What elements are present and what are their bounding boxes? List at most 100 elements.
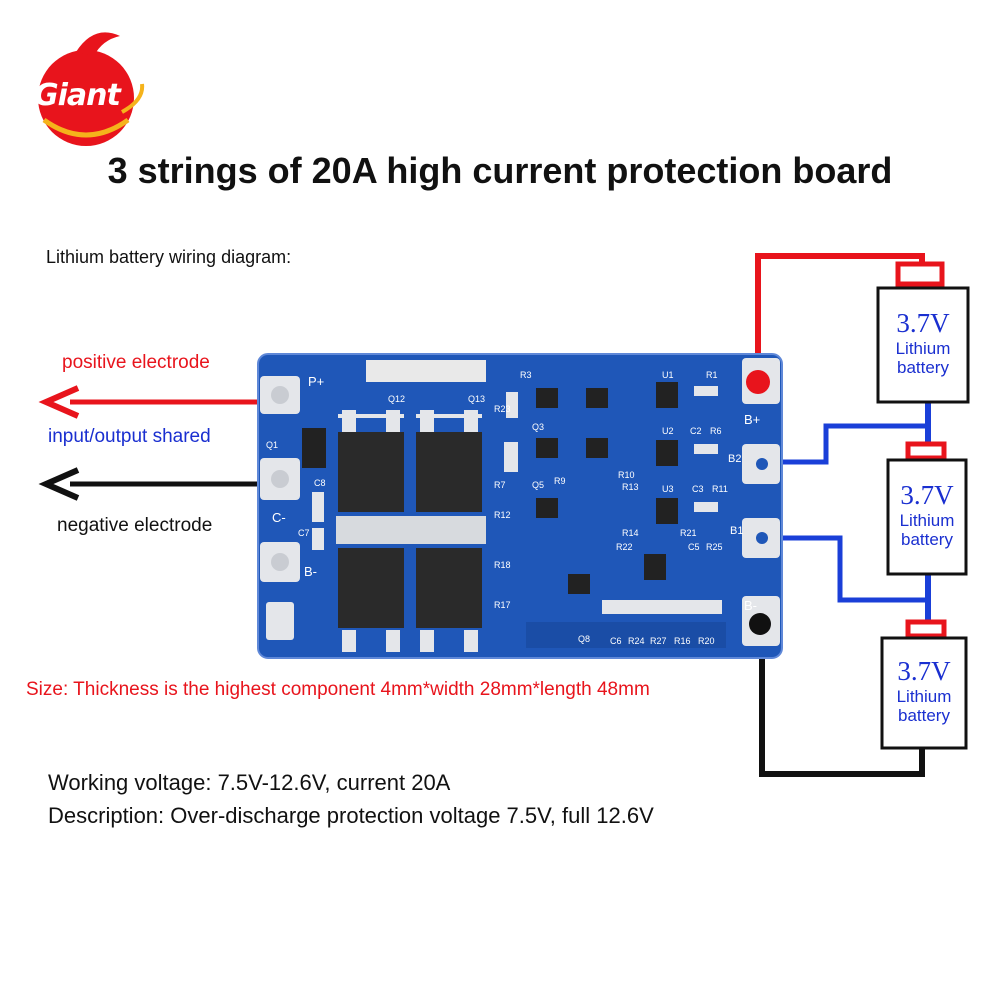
label-c6: C6 (610, 636, 622, 646)
b1-wire (762, 535, 928, 603)
working-voltage-text: Working voltage: 7.5V-12.6V, current 20A (48, 770, 451, 795)
cap-pad (694, 386, 718, 396)
label-c3: C3 (692, 484, 704, 494)
battery-terminal (895, 261, 945, 287)
description-text: Description: Over-discharge protection v… (48, 803, 654, 828)
hole-p-plus (271, 386, 289, 404)
battery-1 (876, 261, 970, 404)
label-c2: C2 (690, 426, 702, 436)
label-u2: U2 (662, 426, 674, 436)
mosfet-pin (386, 630, 400, 652)
cap-c7 (312, 528, 324, 550)
label-q12: Q12 (388, 394, 405, 404)
label-r24: R24 (628, 636, 645, 646)
cap-pad (694, 444, 718, 454)
transistor (586, 438, 608, 458)
shared-label: input/output shared (48, 426, 211, 447)
label-r13: R13 (622, 482, 639, 492)
hole-b1 (756, 532, 768, 544)
transistor (586, 388, 608, 408)
mosfet-pin (386, 410, 400, 432)
label-r7: R7 (494, 480, 506, 490)
pcb-edge (257, 353, 783, 659)
mosfet-bottom-2 (416, 548, 482, 628)
resistor-row (602, 600, 722, 614)
battery-3-text: 3.7V Lithium battery (882, 656, 966, 725)
battery-2-text: 3.7V Lithium battery (888, 480, 966, 549)
battery-label-line2: battery (898, 706, 950, 725)
solder-black (749, 613, 771, 635)
positive-arrow-head (38, 385, 80, 419)
battery-body (880, 636, 968, 750)
ic-u1 (656, 382, 678, 408)
mosfet-tab (416, 414, 482, 418)
component-row (526, 622, 726, 648)
negative-electrode-label: negative electrode (57, 515, 213, 536)
label-r18: R18 (494, 560, 511, 570)
wiring-diagram-label: Lithium battery wiring diagram: (46, 247, 292, 267)
label-c5: C5 (688, 542, 700, 552)
mosfet-pin (420, 630, 434, 652)
label-r1: R1 (706, 370, 718, 380)
label-r22: R22 (616, 542, 633, 552)
connector-header (366, 360, 486, 382)
label-b-minus-right: B- (744, 598, 757, 613)
label-u3: U3 (662, 484, 674, 494)
label-c7: C7 (298, 528, 310, 538)
battery-terminal (905, 619, 947, 639)
label-r10: R10 (618, 470, 635, 480)
label-b1: B1 (730, 525, 743, 537)
label-q1: Q1 (266, 440, 278, 450)
label-r20: R20 (698, 636, 715, 646)
label-q3: Q3 (532, 422, 544, 432)
battery-3 (880, 619, 968, 750)
ic-bottom (644, 554, 666, 580)
mosfet-pin (464, 630, 478, 652)
battery-1-text: 3.7V Lithium battery (878, 308, 968, 377)
hole-b-minus-left (271, 553, 289, 571)
label-q5: Q5 (532, 480, 544, 490)
negative-wire (759, 624, 925, 777)
cap-pad (694, 502, 718, 512)
battery-voltage: 3.7V (896, 308, 950, 338)
battery-2 (886, 441, 968, 576)
transistor (536, 438, 558, 458)
label-b-minus-left: B- (304, 564, 317, 579)
battery-label-line2: battery (897, 358, 949, 377)
ic-u3 (656, 498, 678, 524)
battery-terminal (905, 441, 947, 461)
positive-electrode-label: positive electrode (62, 352, 210, 373)
pad-bottom-left (266, 602, 294, 640)
mosfet-bottom-1 (338, 548, 404, 628)
label-r21: R21 (680, 528, 697, 538)
mosfet-q12 (338, 432, 404, 512)
label-b-plus: B+ (744, 412, 760, 427)
mosfet-tab (338, 414, 404, 418)
label-r14: R14 (622, 528, 639, 538)
logo-swoosh (42, 117, 130, 138)
mosfet-pin (420, 410, 434, 432)
mosfet-pin (342, 410, 356, 432)
mosfet-q13 (416, 432, 482, 512)
logo-swoosh-2 (121, 83, 145, 114)
resistor-pad (504, 442, 518, 472)
transistor (536, 388, 558, 408)
label-r9: R9 (554, 476, 566, 486)
hole-c-minus (271, 470, 289, 488)
label-r3: R3 (520, 370, 532, 380)
protection-board: P+ C- B- B+ B2 B1 B- Q12 Q13 Q1 C8 C7 R2… (257, 353, 783, 659)
label-r27: R27 (650, 636, 667, 646)
label-q13: Q13 (468, 394, 485, 404)
label-r16: R16 (674, 636, 691, 646)
label-p-plus: P+ (308, 374, 324, 389)
label-r11: R11 (712, 484, 728, 494)
battery-label-line1: Lithium (895, 339, 951, 358)
battery-label-line1: Lithium (896, 687, 952, 706)
battery-stack (876, 261, 970, 750)
cap-c8 (312, 492, 324, 522)
label-r23: R23 (494, 404, 511, 414)
label-u1: U1 (662, 370, 674, 380)
label-r17: R17 (494, 600, 511, 610)
copper-bar (336, 516, 486, 544)
label-r6: R6 (710, 426, 722, 436)
